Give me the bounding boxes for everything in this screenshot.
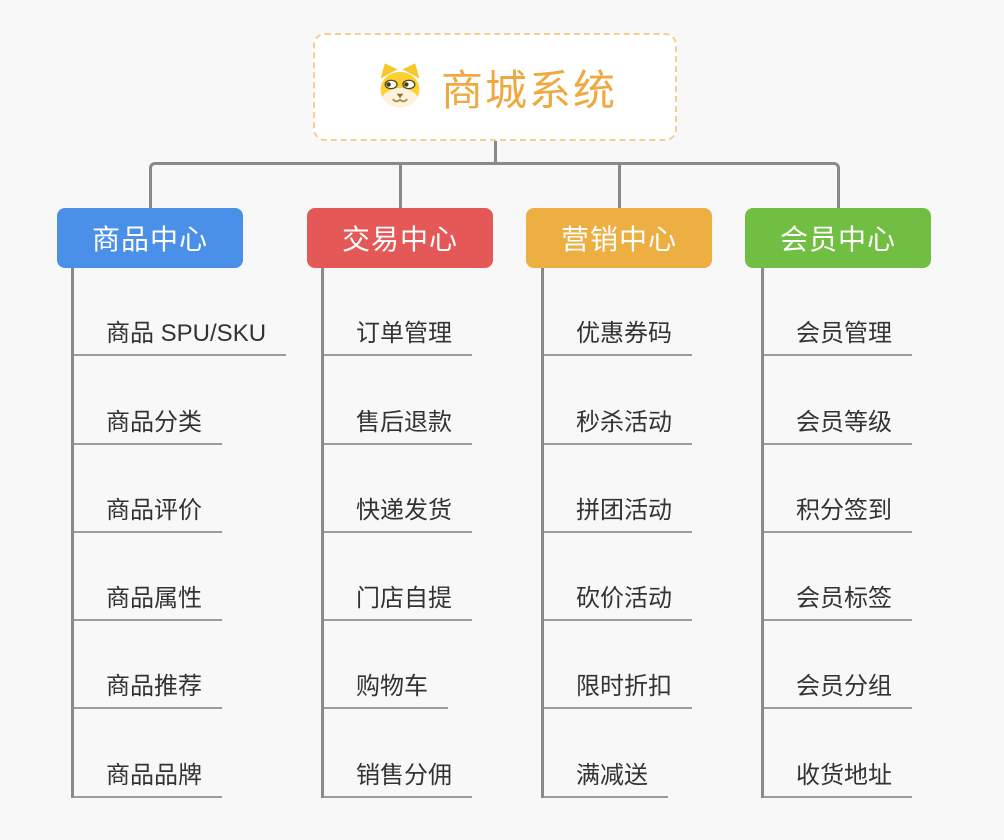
leaf-topic[interactable]: 会员标签 [764, 533, 912, 622]
leaf-topic[interactable]: 商品评价 [74, 445, 222, 533]
branch-children-list: 订单管理 售后退款 快递发货 门店自提 购物车 销售分佣 [321, 268, 472, 798]
leaf-topic[interactable]: 会员分组 [764, 621, 912, 710]
leaf-topic[interactable]: 售后退款 [324, 356, 472, 445]
branch-children-list: 优惠券码 秒杀活动 拼团活动 砍价活动 限时折扣 满减送 [541, 268, 692, 798]
branch-node-member-center[interactable]: 会员中心 [745, 208, 931, 268]
root-connector-line [493, 140, 497, 164]
leaf-topic[interactable]: 门店自提 [324, 533, 472, 622]
leaf-topic[interactable]: 拼团活动 [544, 445, 692, 533]
leaf-topic[interactable]: 快递发货 [324, 445, 472, 533]
branch-node-product-center[interactable]: 商品中心 [57, 208, 243, 268]
leaf-topic[interactable]: 优惠券码 [544, 268, 692, 357]
leaf-topic[interactable]: 商品 SPU/SKU [74, 268, 287, 357]
leaf-topic[interactable]: 购物车 [324, 621, 448, 710]
root-topic-title: 商城系统 [440, 66, 617, 114]
leaf-topic[interactable]: 收货地址 [764, 709, 912, 798]
leaf-topic[interactable]: 商品分类 [74, 356, 222, 445]
leaf-topic[interactable]: 积分签到 [764, 445, 912, 533]
leaf-topic[interactable]: 会员等级 [764, 356, 912, 445]
leaf-topic[interactable]: 销售分佣 [324, 709, 472, 798]
leaf-topic[interactable]: 限时折扣 [544, 621, 692, 710]
leaf-topic[interactable]: 砍价活动 [544, 533, 692, 622]
leaf-topic[interactable]: 秒杀活动 [544, 356, 692, 445]
branch-bus-line [148, 162, 840, 208]
branch-drop-line [398, 163, 402, 208]
leaf-topic[interactable]: 满减送 [544, 709, 668, 798]
leaf-topic[interactable]: 会员管理 [764, 268, 912, 357]
root-topic-node[interactable]: 商城系统 [313, 33, 677, 141]
branch-node-trade-center[interactable]: 交易中心 [307, 208, 493, 268]
leaf-topic[interactable]: 商品品牌 [74, 709, 222, 798]
dog-face-icon [380, 63, 420, 108]
branch-children-list: 会员管理 会员等级 积分签到 会员标签 会员分组 收货地址 [761, 268, 912, 798]
leaf-topic[interactable]: 商品属性 [74, 533, 222, 622]
leaf-topic[interactable]: 商品推荐 [74, 621, 222, 710]
leaf-topic[interactable]: 订单管理 [324, 268, 472, 357]
branch-node-marketing-center[interactable]: 营销中心 [526, 208, 712, 268]
branch-drop-line [617, 163, 621, 208]
branch-children-list: 商品 SPU/SKU 商品分类 商品评价 商品属性 商品推荐 商品品牌 [71, 268, 287, 798]
